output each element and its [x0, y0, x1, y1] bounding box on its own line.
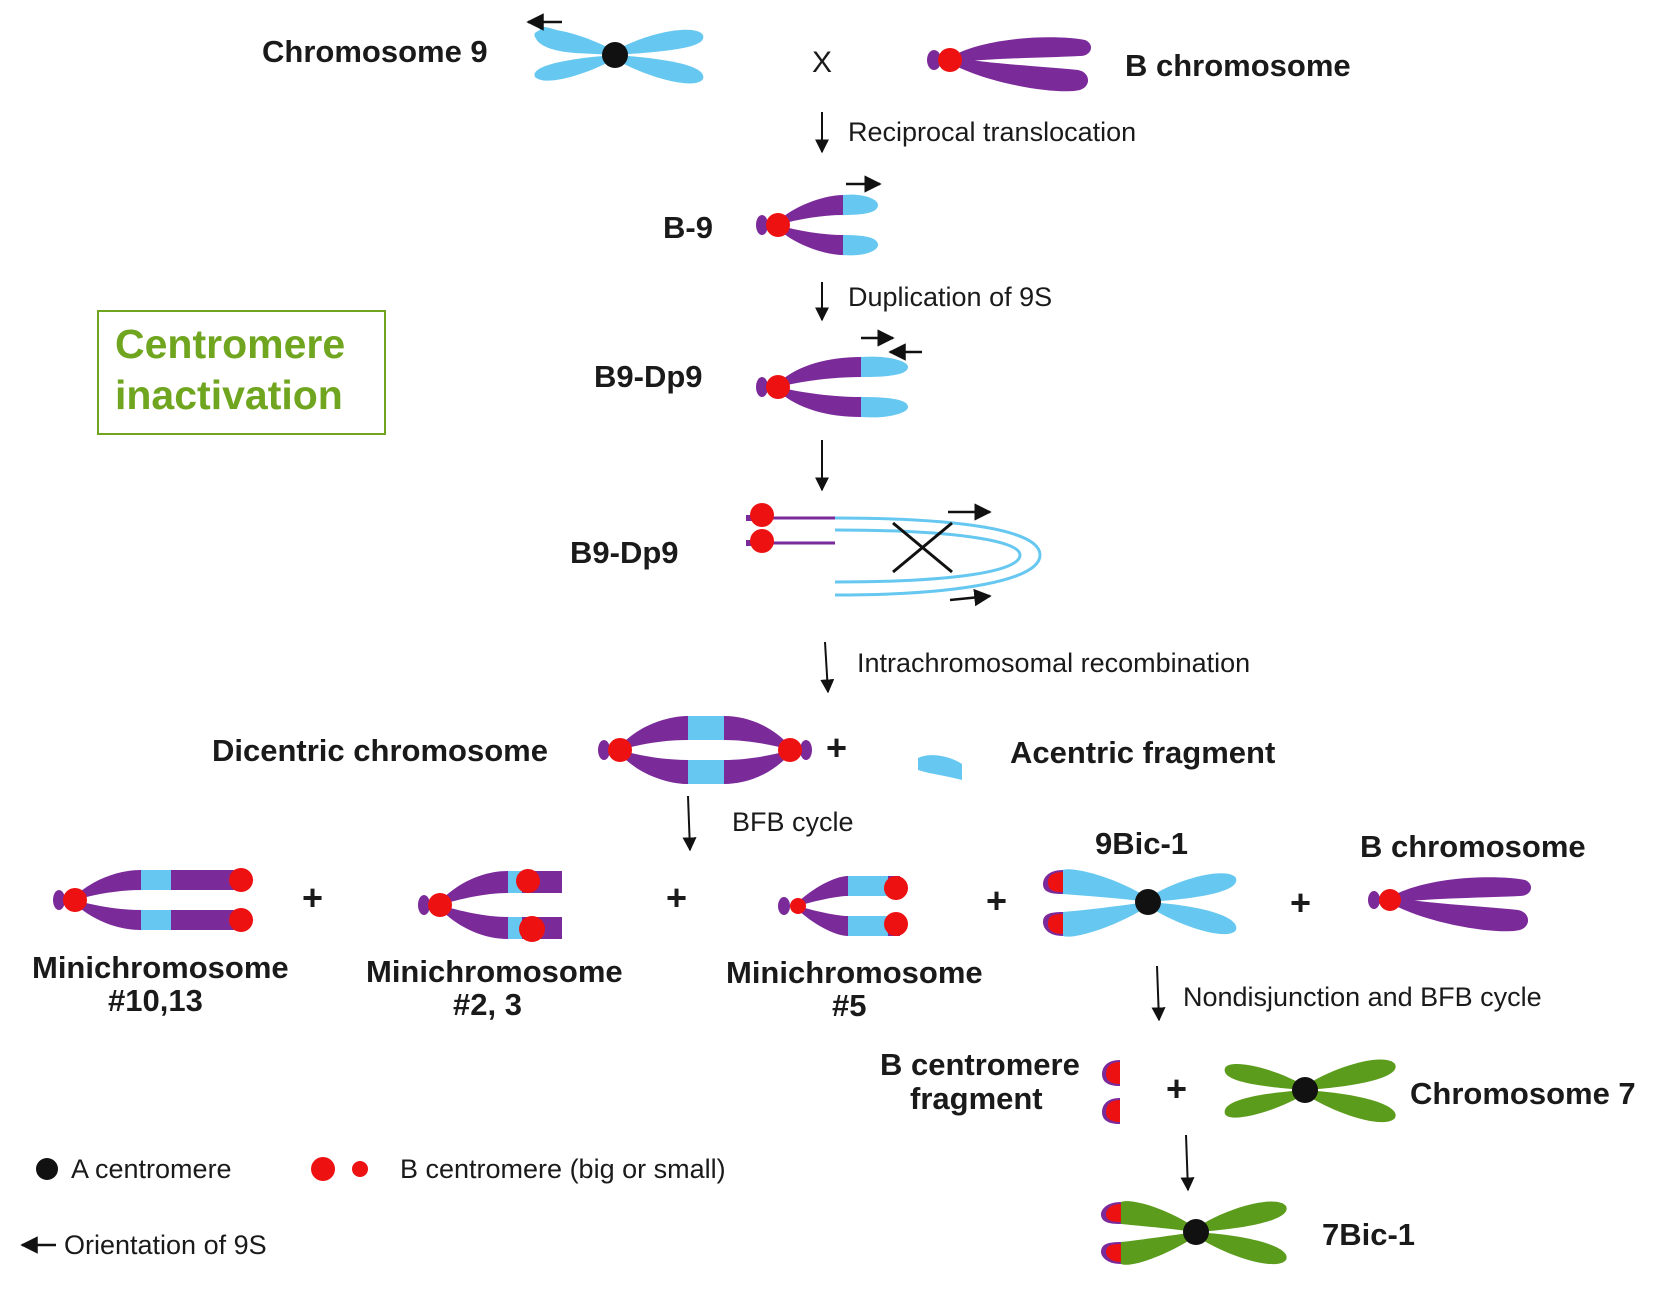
- b-chromosome-top: [927, 37, 1092, 92]
- a-centromere-dot: [602, 42, 628, 68]
- legend: A centromere B centromere (big or small)…: [20, 1154, 726, 1260]
- legend-b-centromere-small-dot: [352, 1161, 368, 1177]
- step-bfb: BFB cycle: [732, 807, 854, 837]
- mini-3-line-1: Minichromosome: [726, 955, 983, 990]
- b-chromosome-label-top: B chromosome: [1125, 48, 1351, 83]
- b-centromere-fragment-line-2: fragment: [910, 1081, 1043, 1116]
- step-duplication: Duplication of 9S: [848, 282, 1052, 312]
- legend-b-centromere: B centromere (big or small): [400, 1154, 726, 1184]
- b-centromere-fragment-shape: [1102, 1060, 1120, 1124]
- minichromosome-10-13: [53, 868, 253, 932]
- title-line-2: inactivation: [115, 372, 343, 418]
- legend-a-centromere-dot: [36, 1158, 58, 1180]
- step-reciprocal-translocation: Reciprocal translocation: [848, 117, 1136, 147]
- step-arrow-5: [682, 795, 697, 852]
- cross-symbol: X: [812, 46, 832, 79]
- step-intrachromosomal: Intrachromosomal recombination: [857, 648, 1250, 678]
- legend-a-centromere: A centromere: [71, 1154, 232, 1184]
- dicentric-chromosome: [598, 716, 812, 784]
- chromosome-7: [1224, 1059, 1396, 1123]
- step-arrow-6: [1151, 965, 1166, 1022]
- bic9-label: 9Bic-1: [1095, 826, 1188, 861]
- minichromosome-5: [778, 876, 908, 936]
- legend-orientation: Orientation of 9S: [64, 1230, 267, 1260]
- mini-3-line-2: #5: [832, 988, 866, 1023]
- plus-5: +: [1166, 1068, 1187, 1109]
- step-nondisjunction: Nondisjunction and BFB cycle: [1183, 982, 1542, 1012]
- mini-2-line-1: Minichromosome: [366, 954, 623, 989]
- title-line-1: Centromere: [115, 321, 345, 367]
- plus-3: +: [986, 880, 1007, 921]
- b9dp9-folded: [746, 503, 1042, 597]
- b9-label: B-9: [663, 210, 713, 245]
- step-arrow-4: [820, 641, 835, 694]
- plus-2: +: [666, 877, 687, 918]
- plus-dicentric: +: [826, 727, 847, 768]
- minichromosome-2-3: [418, 869, 562, 942]
- b-chromosome-right: [1368, 877, 1532, 932]
- bic7-chromosome: [1101, 1201, 1287, 1265]
- chromosome-9: [534, 26, 704, 84]
- orientation-arrow-fold-bottom: [949, 588, 992, 607]
- acentric-fragment-shape: [918, 755, 962, 780]
- step-arrow-7: [1180, 1134, 1195, 1192]
- mini-1-line-2: #10,13: [108, 983, 203, 1018]
- plus-4: +: [1290, 882, 1311, 923]
- b9-chromosome: [756, 194, 878, 256]
- b9dp9-label-2: B9-Dp9: [570, 535, 679, 570]
- plus-1: +: [302, 877, 323, 918]
- bic9-chromosome: [1043, 869, 1237, 937]
- dicentric-label: Dicentric chromosome: [212, 733, 548, 768]
- mini-1-line-1: Minichromosome: [32, 950, 289, 985]
- chromosome-9-label: Chromosome 9: [262, 34, 488, 69]
- b9dp9-label-1: B9-Dp9: [594, 359, 703, 394]
- chromosome-7-label: Chromosome 7: [1410, 1076, 1636, 1111]
- centromere-inactivation-box: Centromere inactivation: [97, 310, 386, 435]
- b-chromosome-label-right: B chromosome: [1360, 829, 1586, 864]
- b9dp9-chromosome: [756, 356, 908, 418]
- acentric-label: Acentric fragment: [1010, 735, 1275, 770]
- bic7-label: 7Bic-1: [1322, 1217, 1415, 1252]
- b-centromere-fragment-line-1: B centromere: [880, 1047, 1080, 1082]
- mini-2-line-2: #2, 3: [453, 987, 522, 1022]
- legend-b-centromere-big-dot: [311, 1157, 335, 1181]
